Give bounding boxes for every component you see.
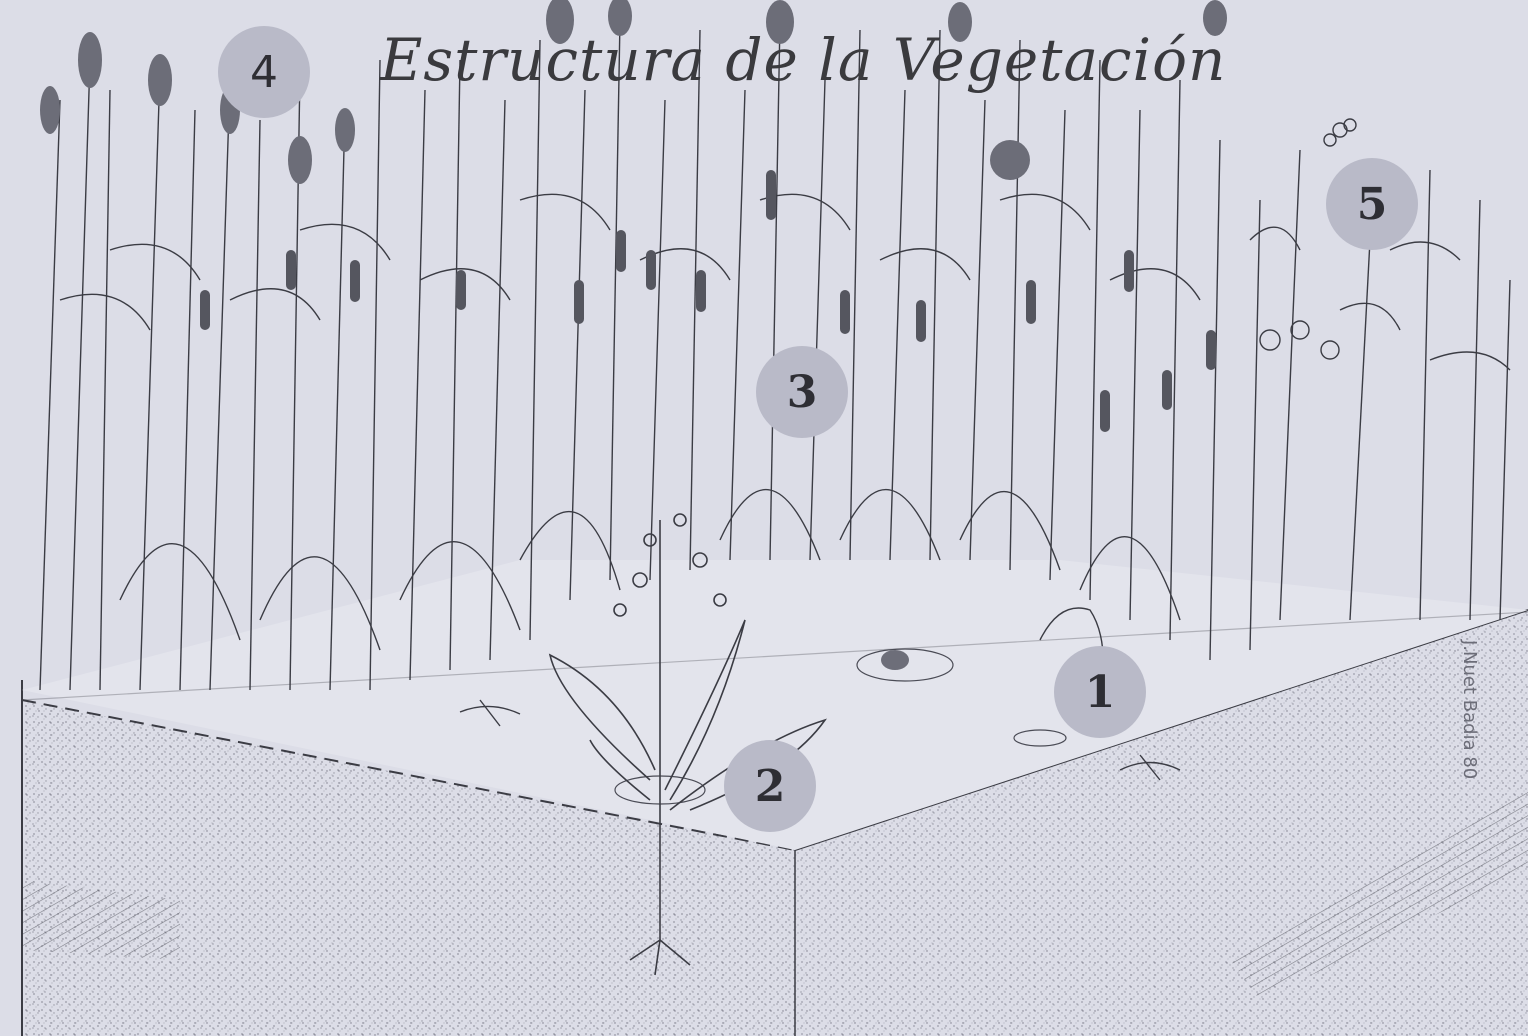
label-badge-4: 4 — [218, 26, 310, 118]
label-badge-5: 5 — [1326, 158, 1418, 250]
cattail-heads — [200, 170, 1216, 432]
label-badge-1: 1 — [1054, 646, 1146, 738]
label-badge-3: 3 — [756, 346, 848, 438]
artist-signature: J.Nuet Badia 80 — [1459, 640, 1480, 779]
label-badge-2: 2 — [724, 740, 816, 832]
diagram-title: Estructura de la Vegetación — [380, 26, 1280, 106]
